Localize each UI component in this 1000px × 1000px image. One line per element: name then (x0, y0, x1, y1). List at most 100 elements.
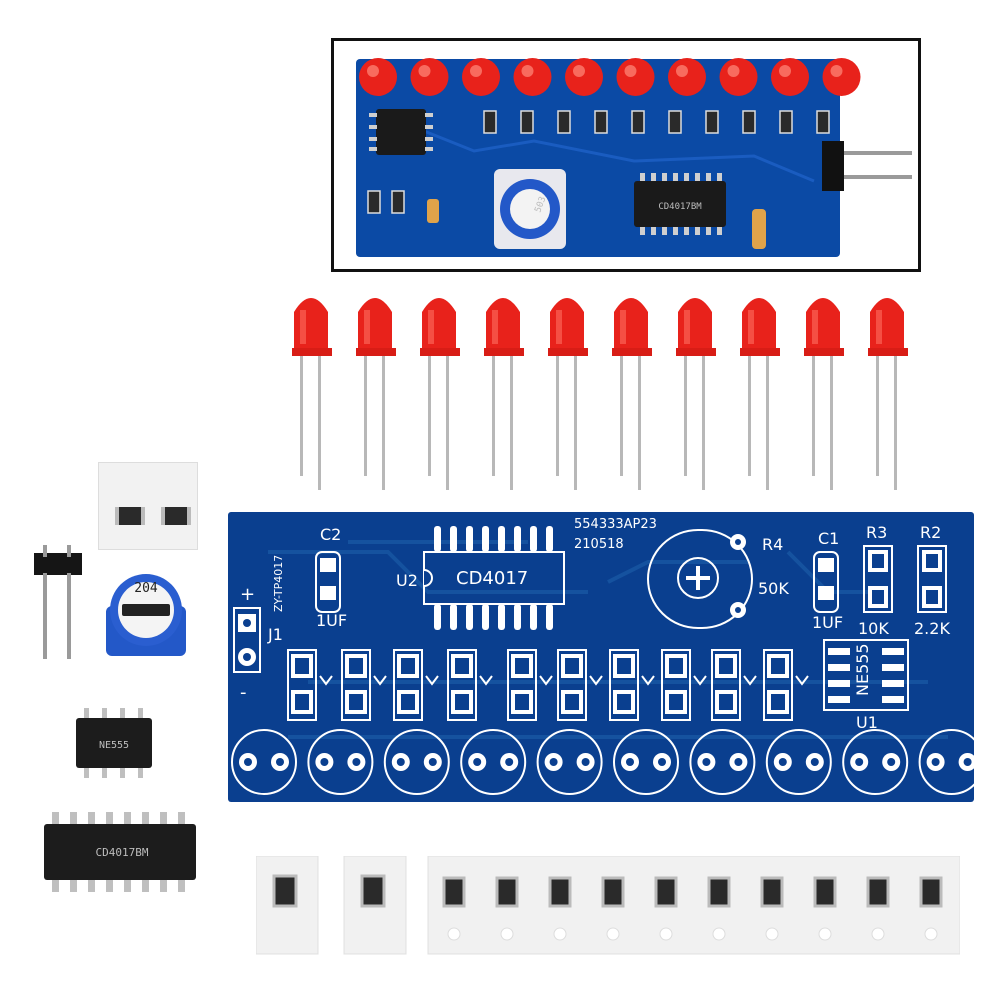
bare-pcb: 554333AP23 210518 ZY-TP4017 C2 1UF C1 1U… (228, 512, 974, 802)
pcb-led-footprint (613, 729, 679, 795)
assembled-led (359, 58, 397, 96)
tape-resistor-2 (161, 507, 191, 525)
pcb-led-footprint (536, 729, 603, 795)
assembled-led (616, 58, 655, 96)
tape-resistor (707, 876, 731, 908)
pcb-led-footprint (765, 729, 832, 795)
pcb-led-footprint (918, 729, 974, 795)
loose-4017-chip: CD4017BM (44, 812, 196, 892)
pcb-resistor-footprint (393, 649, 439, 721)
j1-outline (233, 607, 261, 673)
pcb-led-footprint (689, 729, 756, 795)
c1-value: 1UF (812, 613, 843, 632)
assembled-led (410, 58, 449, 96)
c1-ref: C1 (818, 529, 839, 548)
assembled-led (462, 58, 500, 96)
assembled-smd-resistor (391, 190, 405, 214)
assembled-led (513, 58, 552, 96)
small-resistor-tape (98, 462, 198, 550)
pcb-led-footprint (231, 729, 297, 795)
assembled-555-chip (376, 109, 426, 155)
u1-outline (823, 639, 909, 711)
loose-leds (292, 298, 908, 490)
assembled-led (822, 58, 861, 96)
resistor-tape (256, 856, 319, 955)
pcb-resistor-footprint (711, 649, 757, 721)
tape-resistor (548, 876, 572, 908)
loose-555-chip: NE555 (76, 708, 152, 778)
assembled-smd-resistor (520, 110, 534, 134)
assembled-smd-resistor (742, 110, 756, 134)
loose-pin-header (34, 545, 82, 659)
r3-ref: R3 (866, 523, 887, 542)
assembled-smd-resistor (779, 110, 793, 134)
assembled-chip-marking: CD4017BM (658, 202, 702, 212)
pcb-part-number-1: 554333AP23 (574, 517, 657, 532)
resistor-tape (343, 856, 407, 955)
pcb-resistor-footprint (557, 649, 603, 721)
tape-resistor (601, 876, 625, 908)
loose-555-marking: NE555 (99, 740, 129, 751)
pcb-resistor-footprint (609, 649, 655, 721)
r2-value: 2.2K (914, 619, 950, 638)
assembled-smd-resistor (668, 110, 682, 134)
assembled-smd-resistor (367, 190, 381, 214)
c2-ref: C2 (320, 525, 341, 544)
pcb-resistor-footprint (447, 649, 493, 721)
assembled-4017-chip (634, 181, 726, 227)
board-name: ZY-TP4017 (272, 555, 285, 612)
tape-resistor-1 (115, 507, 145, 525)
loose-pot-marking: 204 (134, 581, 158, 596)
loose-4017-marking: CD4017BM (96, 846, 149, 859)
r2-ref: R2 (920, 523, 941, 542)
pcb-part-number-2: 210518 (574, 537, 624, 552)
assembled-cap-c1 (427, 199, 439, 223)
loose-led (484, 298, 524, 490)
r4-knob (677, 557, 719, 599)
loose-led (356, 298, 396, 490)
loose-led (676, 298, 716, 490)
assembled-smd-resistor (483, 110, 497, 134)
tape-resistor (654, 876, 678, 908)
assembled-smd-resistor (557, 110, 571, 134)
u2-ref: U2 (396, 571, 418, 590)
pcb-led-footprint (460, 729, 527, 795)
u1-name: NE555 (853, 643, 872, 696)
header-pins (822, 141, 844, 191)
assembled-led (719, 58, 758, 96)
c1-outline (813, 551, 839, 613)
c2-value: 1UF (316, 611, 347, 630)
resistor-tape (427, 856, 960, 955)
loose-led (292, 298, 332, 490)
assembled-led (565, 58, 603, 96)
pcb-resistor-footprint (341, 649, 387, 721)
tape-resistor (813, 876, 837, 908)
r4-ref: R4 (762, 535, 783, 554)
loose-led (804, 298, 844, 490)
r4-outline (647, 529, 753, 629)
tape-resistor (919, 876, 943, 908)
pcb-resistor-footprint (661, 649, 707, 721)
resistor-tapes (256, 856, 960, 955)
pcb-resistor-footprint (287, 649, 333, 721)
assembled-board-frame: CD4017BM 503 (331, 38, 921, 272)
pcb-led-footprint (383, 729, 450, 795)
assembled-smd-resistor (816, 110, 830, 134)
r4-value: 50K (758, 579, 789, 598)
pcb-led-footprint (842, 729, 909, 795)
pcb-resistor-footprint (507, 649, 553, 721)
tape-resistor (442, 876, 466, 908)
loose-led (740, 298, 780, 490)
assembled-board-photo: CD4017BM 503 (356, 58, 912, 257)
tape-resistor (866, 876, 890, 908)
assembled-smd-resistor (594, 110, 608, 134)
loose-led (420, 298, 460, 490)
c2-outline (315, 551, 341, 613)
loose-led (868, 298, 908, 490)
u1-ref: U1 (856, 713, 878, 732)
j1-ref: J1 (267, 625, 283, 644)
assembled-smd-resistor (631, 110, 645, 134)
assembled-smd-resistor (705, 110, 719, 134)
loose-potentiometer: 204 (106, 574, 186, 656)
loose-led (612, 298, 652, 490)
